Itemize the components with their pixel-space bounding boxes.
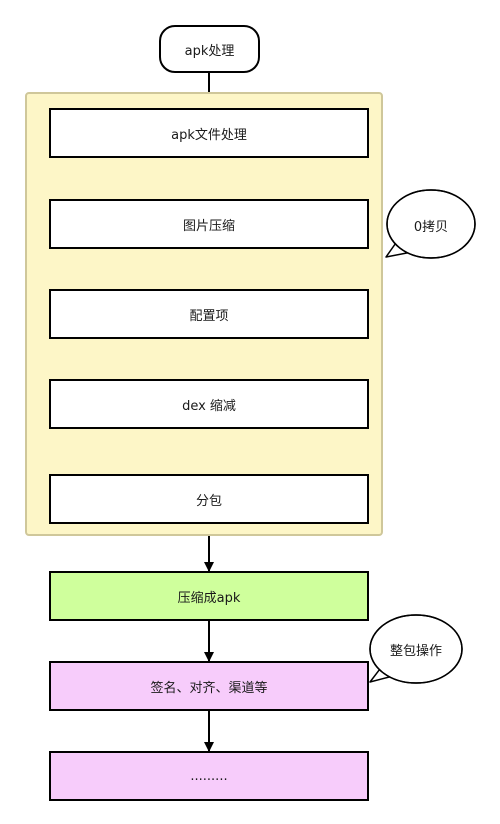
more-steps-node: ......... <box>49 751 369 801</box>
compress-label: 压缩成apk <box>177 590 241 606</box>
step-label: 图片压缩 <box>182 218 235 234</box>
callout-package-ops-bubble <box>369 614 463 684</box>
step-multidex: 分包 <box>49 474 369 524</box>
step-label: 配置项 <box>189 308 229 324</box>
more-label: ......... <box>190 768 228 784</box>
callout-package-ops-label: 整包操作 <box>389 643 442 659</box>
step-apk-file: apk文件处理 <box>49 108 369 158</box>
start-label: apk处理 <box>184 43 235 59</box>
callout-package-ops: 整包操作 <box>370 627 462 671</box>
step-label: dex 缩减 <box>182 398 236 414</box>
callout-zero-copy-label: 0拷贝 <box>413 219 449 235</box>
start-node: apk处理 <box>159 25 260 73</box>
compress-apk-node: 压缩成apk <box>49 571 369 621</box>
step-image-compress: 图片压缩 <box>49 199 369 249</box>
sign-label: 签名、对齐、渠道等 <box>150 680 268 696</box>
callout-zero-copy-bubble <box>385 189 476 259</box>
step-label: 分包 <box>195 493 222 509</box>
step-config: 配置项 <box>49 289 369 339</box>
step-dex-shrink: dex 缩减 <box>49 379 369 429</box>
sign-align-channel-node: 签名、对齐、渠道等 <box>49 661 369 711</box>
step-label: apk文件处理 <box>171 127 247 143</box>
callout-zero-copy: 0拷贝 <box>388 205 474 245</box>
